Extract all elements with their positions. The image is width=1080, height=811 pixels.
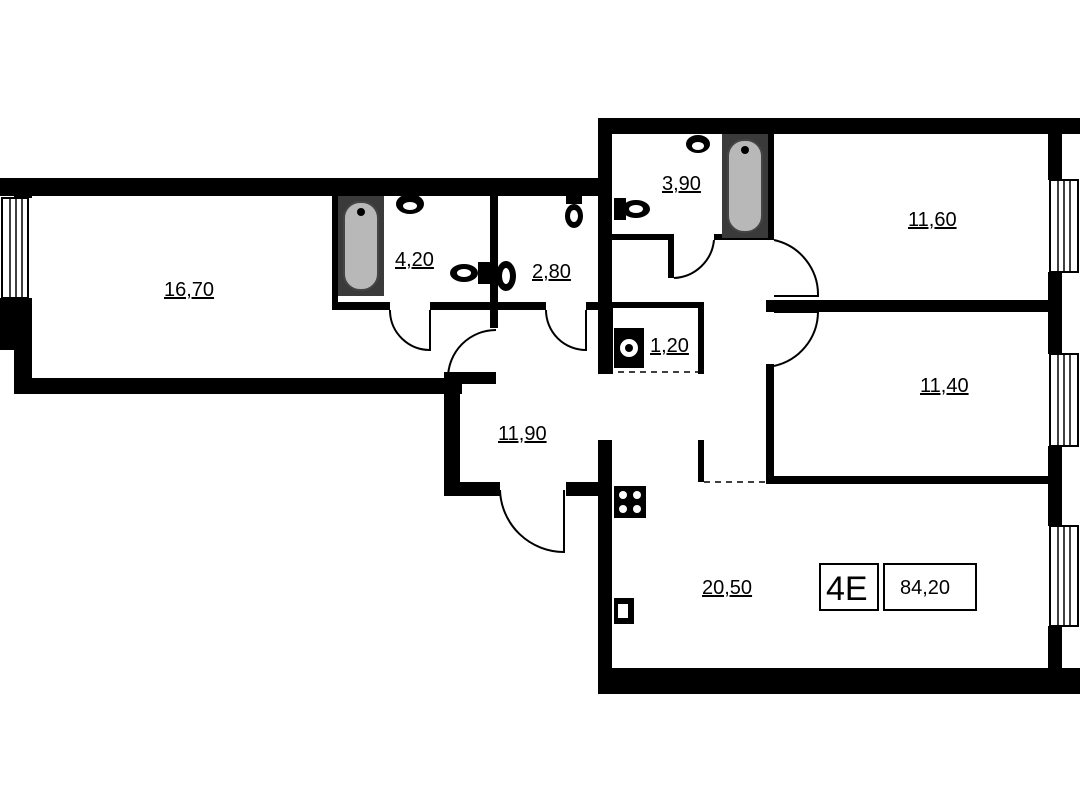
kitchen-sink-icon bbox=[614, 598, 634, 624]
room-area-kitchen-living: 20,50 bbox=[702, 577, 752, 599]
walls bbox=[0, 118, 1080, 694]
toilet-bath-1-icon bbox=[450, 262, 490, 284]
door-entrance bbox=[499, 489, 565, 554]
stove-icon bbox=[614, 486, 646, 518]
door-bath-2 bbox=[673, 239, 715, 279]
boiler-icon bbox=[614, 328, 644, 368]
room-area-bedroom-top: 11,60 bbox=[908, 209, 957, 231]
doors bbox=[389, 239, 820, 554]
fixtures bbox=[338, 134, 768, 624]
apartment-total-area: 84,20 bbox=[900, 577, 950, 599]
toilet-wc-1-icon bbox=[496, 261, 516, 291]
bathtub-2-icon bbox=[722, 134, 768, 238]
sink-bath-1-icon bbox=[396, 194, 424, 214]
room-area-bath-1: 4,20 bbox=[395, 249, 434, 271]
window-left bbox=[1, 197, 29, 299]
window-right-1 bbox=[1049, 179, 1079, 273]
room-area-bath-2: 3,90 bbox=[662, 173, 701, 195]
room-area-bedroom-mid: 11,40 bbox=[920, 375, 969, 397]
apartment-code-box bbox=[819, 563, 879, 611]
apartment-area-box bbox=[883, 563, 977, 611]
openings bbox=[618, 371, 766, 483]
room-area-wc-1: 2,80 bbox=[532, 261, 571, 283]
door-bedroom-mid bbox=[773, 311, 820, 367]
sink-wc-1-icon bbox=[565, 196, 583, 228]
window-right-3 bbox=[1049, 525, 1079, 627]
apartment-code: 4E bbox=[826, 570, 868, 608]
door-bedroom-top bbox=[773, 239, 820, 297]
room-area-storage: 1,20 bbox=[650, 335, 689, 357]
toilet-bath-2-icon bbox=[614, 198, 650, 220]
door-wc-1 bbox=[545, 309, 587, 352]
room-area-living-left: 16,70 bbox=[164, 279, 214, 301]
room-area-hall: 11,90 bbox=[498, 423, 547, 445]
door-living-left bbox=[447, 329, 497, 379]
window-right-2 bbox=[1049, 353, 1079, 447]
bathtub-1-icon bbox=[338, 196, 384, 296]
apartment-label: 4E 84,20 bbox=[819, 563, 977, 611]
room-labels: 16,70 4,20 2,80 3,90 11,60 1,20 11,40 11… bbox=[164, 173, 969, 599]
windows bbox=[1, 179, 1079, 627]
sink-bath-2-icon bbox=[686, 135, 710, 153]
door-bath-1 bbox=[389, 310, 431, 352]
